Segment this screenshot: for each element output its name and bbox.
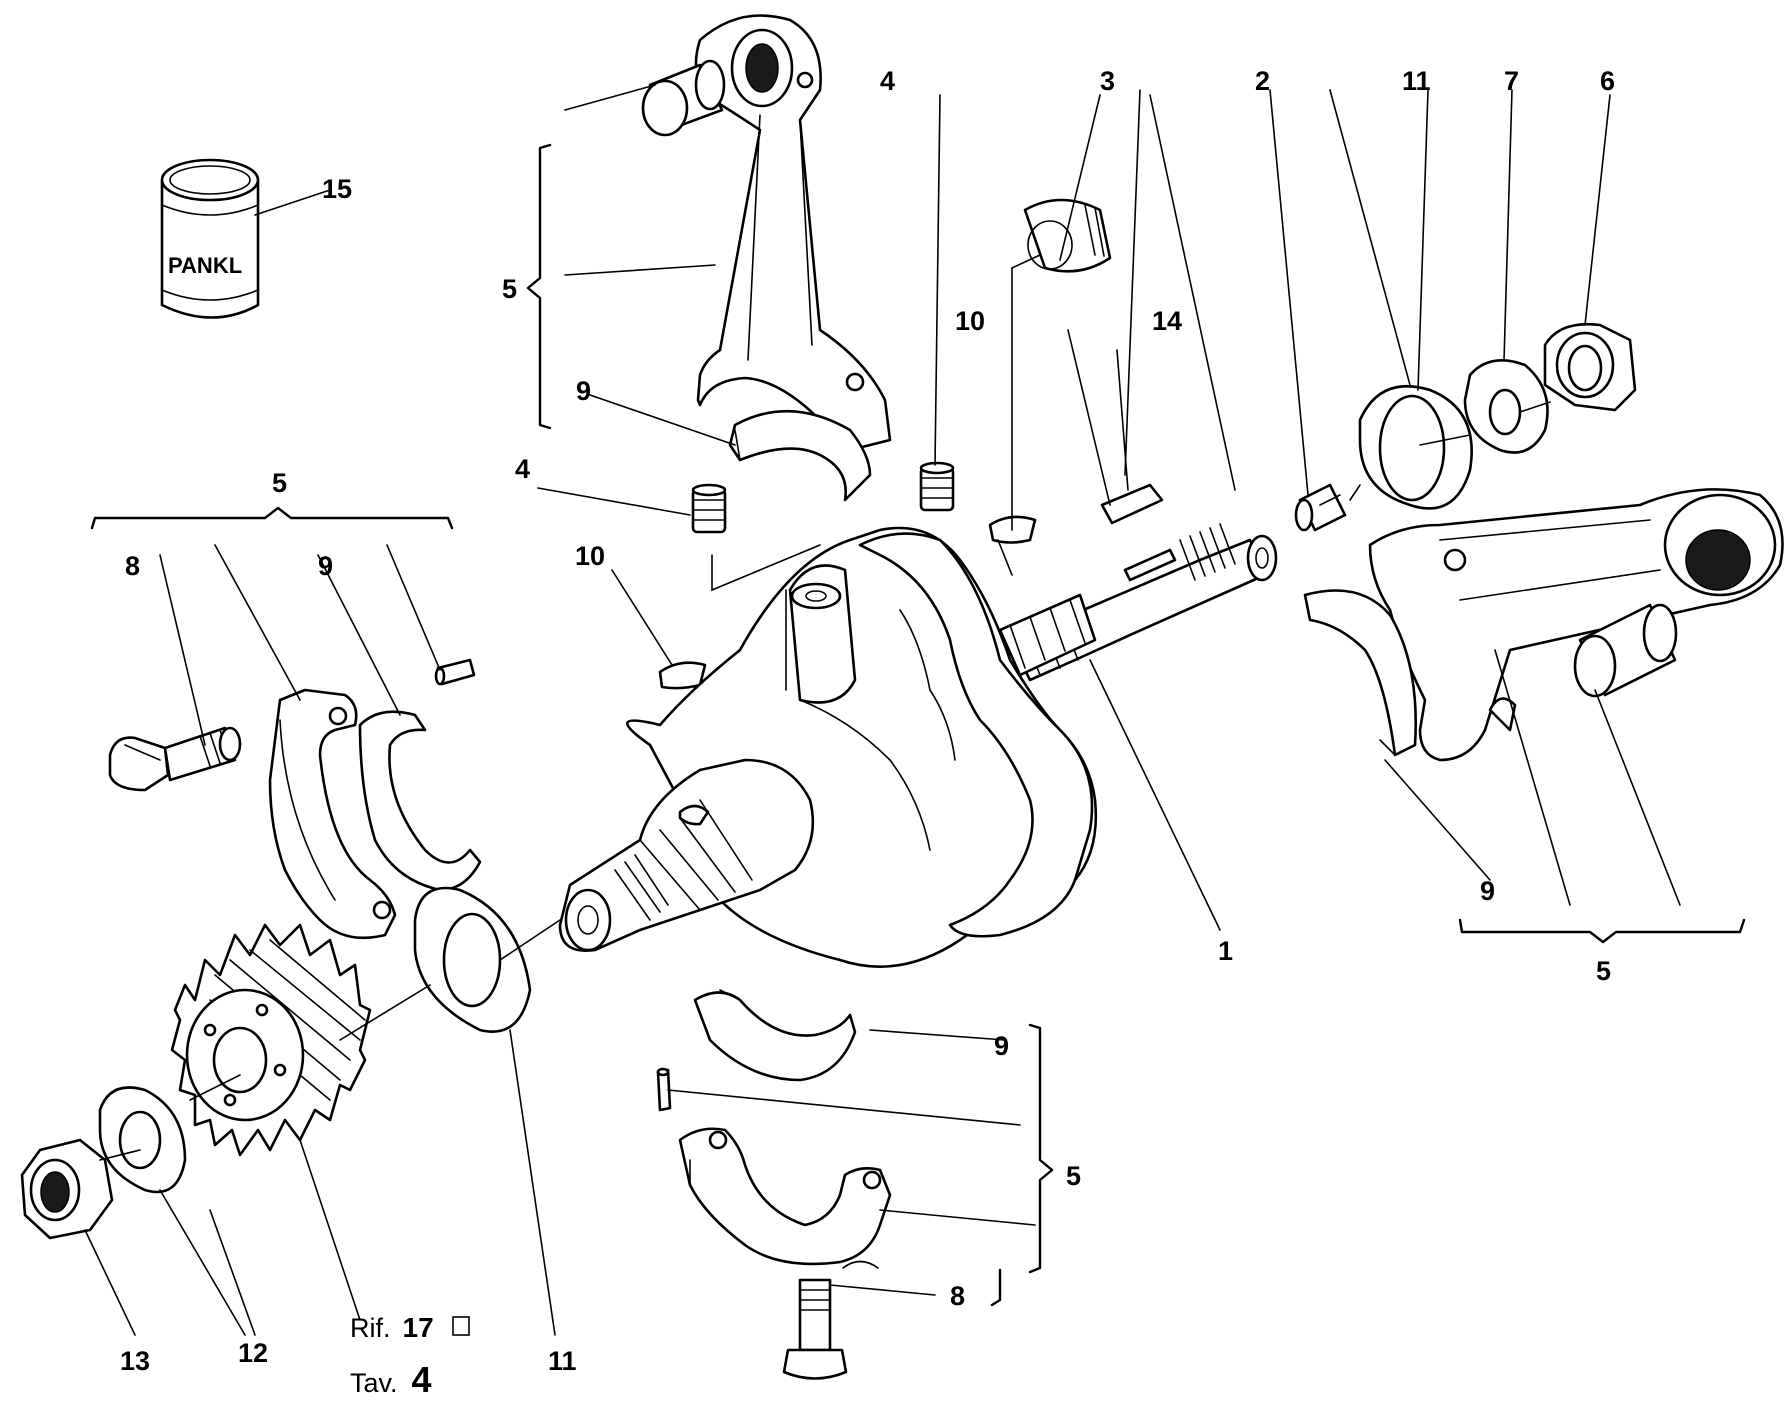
callout-10-left: 10 [575,541,605,571]
callout-11-top: 11 [1402,66,1431,96]
part-15-pankl-can: PANKL [160,158,260,319]
rif-value: 17 [403,1312,434,1343]
callout-2: 2 [1255,66,1270,96]
part-11-thrust-washer-bottom [413,886,532,1033]
callout-1: 1 [1218,936,1233,966]
brace-small-bolt [990,1268,1002,1307]
callout-9-upper: 9 [576,376,591,406]
callout-13: 13 [120,1346,150,1376]
right-small-end-bush [1573,603,1678,698]
left-dowel-pin [434,658,476,686]
callout-14: 14 [1152,306,1182,336]
callout-4-left: 4 [515,454,530,484]
part-4-grub-screw-b [919,461,955,512]
callout-7: 7 [1504,66,1519,96]
part-13-nut [20,1138,114,1240]
brace-lower-cap [1028,1023,1054,1274]
part-9-upper-bearing-shell [728,409,872,502]
part-4-grub-screw-a [691,483,727,534]
callout-10-right: 10 [955,306,985,336]
callout-4-upper: 4 [880,66,895,96]
part-8-left-bolt [108,726,242,792]
part-6-nut [1543,322,1637,412]
left-rod-cap [268,688,397,940]
tav-label: Tav. [350,1368,398,1398]
part-3-plug [1023,198,1112,273]
callout-5-upper-rod: 5 [502,274,517,304]
tav-value: 4 [412,1359,432,1400]
part-11-thrust-washer-top [1358,385,1473,510]
part-12-washer [98,1086,187,1194]
callout-6: 6 [1600,66,1615,96]
brace-right-rod [1458,918,1746,944]
part-14-key [1100,483,1164,525]
rif-reference: Rif. 17 [350,1312,434,1343]
brace-upper-rod [526,143,552,430]
rif-label: Rif. [350,1313,391,1343]
part-8-lower-bolt [782,1278,848,1380]
leader-lines [84,84,1681,1336]
pankl-logo: PANKL [168,253,242,278]
upper-connecting-rod [641,14,892,457]
callout-5-lower-cap: 5 [1066,1161,1081,1191]
lower-rod-cap [678,1127,892,1266]
callout-5-right-rod: 5 [1596,956,1611,986]
callouts: 1 2 3 4 4 5 5 5 5 6 7 8 8 9 9 9 9 10 10 … [120,66,1615,1376]
callout-9-right: 9 [1480,876,1495,906]
callout-9-left: 9 [318,551,333,581]
brace-left-cap [90,506,454,530]
part-9-lower-bearing-shell [693,989,857,1082]
tav-reference: Tav. 4 [350,1359,432,1400]
part-9-right-bearing-shell [1303,589,1417,757]
callout-15: 15 [322,174,352,204]
callout-8-bottom: 8 [950,1281,965,1311]
callout-11-bottom: 11 [548,1346,577,1376]
lower-cap-small-shell [842,1260,879,1269]
rif-box-marker [452,1316,470,1336]
callout-8-left: 8 [125,551,140,581]
part-1-crankshaft [558,523,1278,968]
part-9-left-bearing-shell [358,710,482,892]
part-2-grub-screw [1294,483,1347,532]
right-connecting-rod [1368,488,1784,762]
callout-3: 3 [1100,66,1115,96]
braces [90,143,1746,1307]
reference-note: Rif. 17 Tav. 4 [350,1312,470,1400]
callout-12: 12 [238,1338,268,1368]
lower-dowel-pin [656,1067,672,1112]
callout-9-lower: 9 [994,1031,1009,1061]
part-7-washer [1463,359,1549,454]
callout-5-left-cap: 5 [272,468,287,498]
